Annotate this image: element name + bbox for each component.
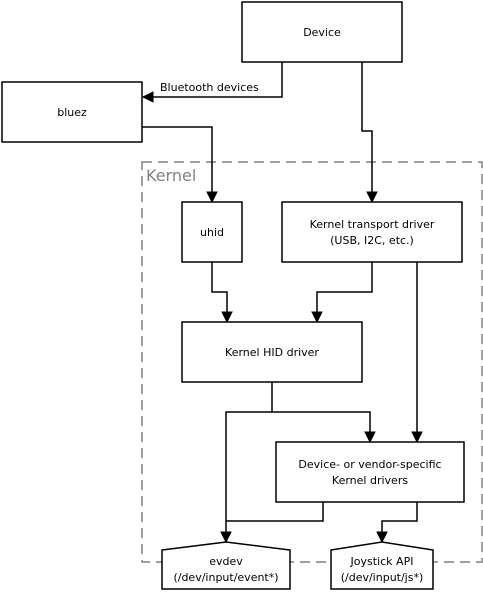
arrowhead-bluez xyxy=(141,91,154,103)
edge-vendor-to-evdev xyxy=(226,502,324,522)
node-hid-driver: Kernel HID driver xyxy=(181,321,363,383)
transport-label-line2: (USB, I2C, etc.) xyxy=(330,234,414,247)
arrowhead-hid-right xyxy=(311,311,323,324)
hid-label: Kernel HID driver xyxy=(225,346,319,359)
vendor-label-line2: Kernel drivers xyxy=(332,474,408,487)
edge-device-to-transport xyxy=(361,62,373,193)
kernel-label: Kernel xyxy=(146,166,196,185)
node-joystick: Joystick API (/dev/input/js*) xyxy=(330,541,434,590)
edge-hid-to-vendor xyxy=(271,382,371,433)
edge-uhid-to-hid xyxy=(211,262,228,313)
arrowhead-hid-left xyxy=(221,311,233,324)
device-label: Device xyxy=(303,26,341,39)
edge-hid-to-evdev xyxy=(225,411,272,533)
arrowhead-vendor-right xyxy=(411,431,423,444)
uhid-label: uhid xyxy=(200,226,224,239)
kernel-boundary xyxy=(141,161,483,563)
arrowhead-evdev xyxy=(220,531,232,544)
node-device: Device xyxy=(241,1,403,63)
arrowhead-transport xyxy=(366,191,378,204)
nodes: Device bluez uhid Kernel transport drive… xyxy=(1,1,465,590)
bluetooth-devices-label: Bluetooth devices xyxy=(160,81,259,94)
edge-transport-to-hid xyxy=(316,262,373,313)
node-uhid: uhid xyxy=(181,201,243,263)
edge-vendor-to-joystick xyxy=(381,502,418,533)
node-evdev: evdev (/dev/input/event*) xyxy=(161,541,291,590)
vendor-label-line1: Device- or vendor-specific xyxy=(298,458,441,471)
edges: Bluetooth devices xyxy=(141,62,423,544)
arrowhead-uhid xyxy=(206,191,218,204)
evdev-label-line1: evdev xyxy=(209,555,243,568)
bluez-label: bluez xyxy=(57,106,87,119)
joystick-label-line1: Joystick API xyxy=(350,555,414,568)
transport-label-line1: Kernel transport driver xyxy=(310,218,435,231)
node-bluez: bluez xyxy=(1,81,143,143)
arrowhead-vendor-left xyxy=(364,431,376,444)
node-vendor-drivers: Device- or vendor-specific Kernel driver… xyxy=(275,441,465,503)
kernel-region: Kernel xyxy=(141,161,483,563)
evdev-label-line2: (/dev/input/event*) xyxy=(173,571,278,584)
edge-bluez-to-uhid xyxy=(142,126,213,193)
joystick-label-line2: (/dev/input/js*) xyxy=(341,571,424,584)
arrowhead-joystick xyxy=(376,531,388,544)
node-transport-driver: Kernel transport driver (USB, I2C, etc.) xyxy=(281,201,463,263)
edge-device-to-bluez xyxy=(151,62,283,98)
